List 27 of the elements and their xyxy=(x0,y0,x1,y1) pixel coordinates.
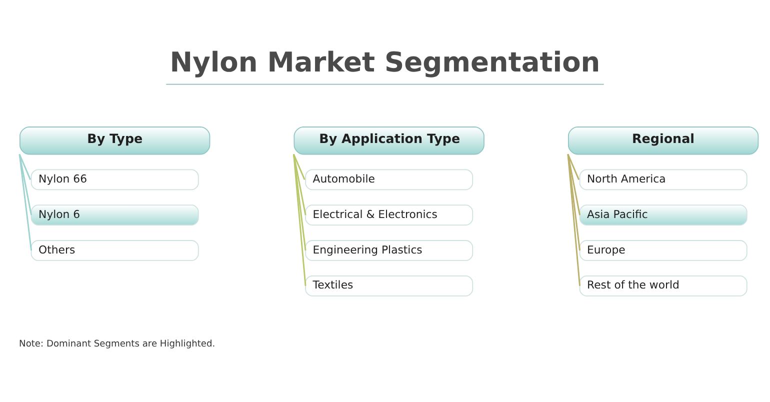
diagram-title: Nylon Market Segmentation xyxy=(170,48,600,79)
node-box: Asia Pacific xyxy=(579,204,748,226)
node-box: Others xyxy=(30,240,199,261)
connector xyxy=(567,154,580,180)
connector xyxy=(293,154,306,286)
connector xyxy=(567,154,580,251)
connector xyxy=(293,154,306,216)
node-box: Nylon 66 xyxy=(30,169,199,190)
connector xyxy=(18,154,32,251)
connector xyxy=(293,154,306,251)
node-box: Europe xyxy=(579,240,748,261)
node-box: Rest of the world xyxy=(579,275,748,296)
node-box: North America xyxy=(579,169,748,190)
node-box: Nylon 6 xyxy=(30,204,199,226)
connector xyxy=(567,154,580,216)
node-box: Textiles xyxy=(305,275,474,296)
node-box: By Type xyxy=(20,126,210,155)
connector xyxy=(567,154,580,286)
node-box: Regional xyxy=(568,126,759,155)
label: Note: Dominant Segments are Highlighted. xyxy=(19,339,216,350)
node-box: Engineering Plastics xyxy=(305,240,474,261)
connector xyxy=(293,154,306,180)
node-box: Electrical & Electronics xyxy=(305,204,474,226)
connector xyxy=(18,154,32,180)
node-box: Automobile xyxy=(305,169,474,190)
connector xyxy=(18,154,32,216)
node-box: By Application Type xyxy=(294,126,484,155)
